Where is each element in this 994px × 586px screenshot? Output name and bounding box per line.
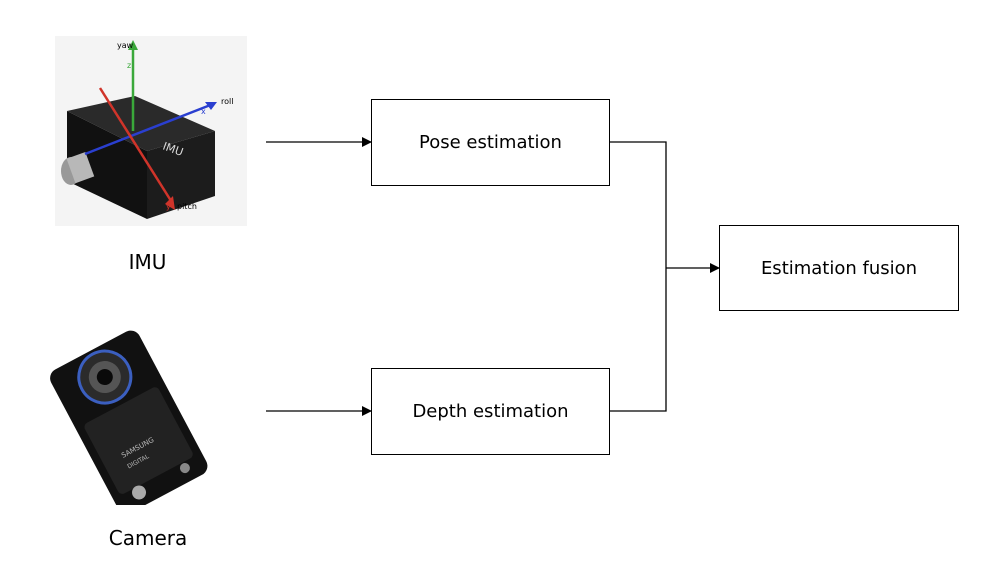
x-axis-label: x [201, 107, 206, 116]
y-axis-label: y [166, 202, 171, 211]
line-pose-to-merge [610, 141, 667, 268]
camera-caption: Camera [108, 526, 188, 550]
estimation-fusion-label: Estimation fusion [760, 257, 918, 279]
depth-estimation-label: Depth estimation [412, 401, 569, 422]
pitch-label: pitch [177, 202, 197, 211]
imu-caption: IMU [128, 250, 167, 274]
line-depth-to-merge [610, 268, 667, 412]
pose-estimation-box: Pose estimation [371, 99, 610, 186]
pose-estimation-label: Pose estimation [419, 132, 562, 153]
imu-image: IMU yaw z roll x pitch y [55, 36, 247, 226]
estimation-fusion-box: Estimation fusion [719, 225, 959, 311]
camera-image: SAMSUNG DIGITAL [45, 330, 215, 514]
yaw-label: yaw [117, 41, 134, 50]
z-axis-label: z [127, 61, 131, 70]
roll-label: roll [221, 97, 233, 106]
depth-estimation-box: Depth estimation [371, 368, 610, 455]
